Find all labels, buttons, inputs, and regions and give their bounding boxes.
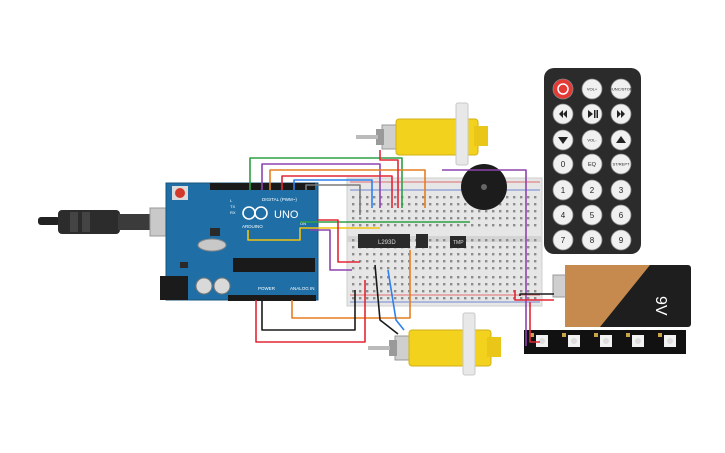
arrow-up-icon [616,136,626,143]
remote-button-label: 9 [619,236,624,245]
remote-button-label: 7 [561,236,566,245]
wire-red-top [281,175,393,208]
remote-button-down[interactable] [552,129,574,151]
remote-button-3[interactable]: 3 [610,179,632,201]
remote-button-label: 5 [590,211,595,220]
arduino-rx-label: RX [230,210,236,215]
play-pause-icon [588,110,598,118]
remote-button-func-stop[interactable]: FUNC/STOP [609,78,633,100]
ir-receiver [416,234,428,248]
remote-button-8[interactable]: 8 [581,229,603,251]
wire-black-right [519,293,554,296]
piezo-buzzer [461,164,507,210]
remote-button-0[interactable]: 0 [552,153,574,175]
wire-black-bottom [261,290,356,331]
rewind-icon [559,110,567,118]
led-pixel [530,333,548,347]
remote-button-5[interactable]: 5 [581,204,603,226]
remote-button-1[interactable]: 1 [552,179,574,201]
remote-button-up[interactable] [610,129,632,151]
ir-remote: VOL+ FUNC/STOP VOL- 0 EQ ST/REPT 1 2 3 4 5 6 7 8 9 [544,68,641,254]
wire-purple-top [261,163,381,208]
remote-button-label: VOL+ [587,86,598,91]
temperature-sensor: TMP [450,236,466,248]
remote-button-label: EQ [588,162,597,168]
arduino-power-label: POWER [258,286,276,291]
dc-motor-top [356,102,488,166]
wire-motor-bottom-blue [387,269,405,331]
remote-button-label: 3 [619,186,624,195]
led-strip [524,330,686,354]
wire-yellow [247,227,380,241]
wire-motor-top-red [379,150,399,208]
remote-button-7[interactable]: 7 [552,229,574,251]
wire-red-mid [318,219,360,263]
motor-driver-ic: L293D [358,234,410,248]
remote-button-label: ST/REPT [613,161,630,166]
remote-button-label: FUNC/STOP [609,86,632,91]
arduino-uno-board: UNO ARDUINO DIGITAL (PWM~) POWER ANALOG … [160,182,319,301]
remote-button-st-rept[interactable]: ST/REPT [610,153,632,175]
wire-orange-bottom [291,250,411,319]
battery-9v: 9V [552,265,691,327]
sensor-label: TMP [453,240,464,246]
remote-button-vol-[interactable]: VOL+ [581,78,603,100]
remote-button-eq[interactable]: EQ [581,153,603,175]
remote-button-play-pause[interactable] [581,103,603,125]
wire-green-top [249,157,403,208]
fast-forward-icon [617,110,625,118]
arduino-tx-label: TX [230,204,235,209]
arduino-brand-label: UNO [274,209,299,221]
remote-button-label: 1 [561,186,566,195]
ic-label: L293D [378,240,396,246]
wire-purple-right [442,169,527,346]
wire-gray-top [305,184,361,215]
wires [247,150,554,346]
wire-purple-mid [310,229,352,271]
remote-button-label: 4 [561,211,566,220]
remote-button-vol-[interactable]: VOL- [581,129,603,151]
led-pixel [562,333,580,347]
arrow-down-icon [558,137,568,144]
wire-red-led [529,302,540,343]
wire-orange-top [269,169,426,208]
wire-motor-bottom-black [374,264,399,335]
dc-motor-bottom [368,312,501,376]
wire-red-bottom [255,280,366,343]
usb-cable [38,207,181,237]
battery-label: 9V [652,296,669,316]
arduino-digital-label: DIGITAL (PWM~) [262,197,297,202]
remote-button-label: 6 [619,211,624,220]
wire-red-right [514,290,554,301]
remote-button-2[interactable]: 2 [581,179,603,201]
remote-button-prev[interactable] [552,103,574,125]
wire-blue-top [293,179,373,208]
arduino-l-label: L [230,198,233,203]
led-pixel [658,333,676,347]
remote-button-6[interactable]: 6 [610,204,632,226]
arduino-logo-label: ARDUINO [242,224,263,229]
remote-button-label: 2 [590,186,595,195]
remote-button-label: 8 [590,236,595,245]
remote-button-9[interactable]: 9 [610,229,632,251]
remote-button-label: 0 [561,160,566,169]
arduino-on-label: ON [300,221,306,226]
arduino-analog-label: ANALOG IN [290,286,315,291]
remote-button-label: VOL- [587,137,597,142]
remote-button-power[interactable] [552,78,574,100]
led-pixel [626,333,644,347]
led-pixel [594,333,612,347]
remote-button-4[interactable]: 4 [552,204,574,226]
power-icon [557,83,569,95]
remote-button-next[interactable] [610,103,632,125]
